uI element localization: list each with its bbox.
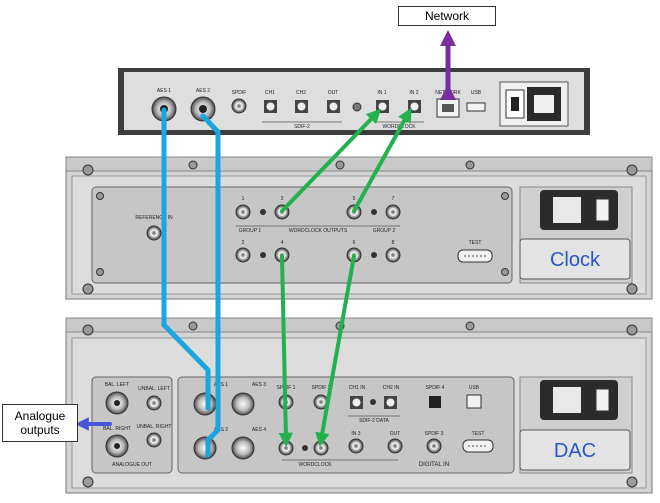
streamer-out-label: OUT: [328, 90, 339, 96]
clock-num-4: 4: [281, 240, 284, 246]
wordclock-cable-to-dac-in: [278, 254, 294, 448]
dac-aes3-socket[interactable]: [231, 392, 255, 416]
dac-digital-in-label: DIGITAL IN: [419, 462, 449, 468]
wordclock-cable-to-in2: [352, 107, 412, 213]
dac-out-socket[interactable]: [387, 438, 403, 454]
dac-aes1-socket[interactable]: [193, 392, 217, 416]
dac-unbal-right-label: UNBAL. RIGHT: [136, 424, 171, 430]
clock-num-3: 3: [281, 196, 284, 202]
dac-wordclock-out-socket[interactable]: [313, 440, 329, 456]
streamer-aes1-label: AES 1: [157, 88, 171, 94]
streamer-screw: [352, 102, 362, 112]
streamer-ch1-label: CH1: [265, 90, 275, 96]
clock-output-1[interactable]: [235, 204, 251, 220]
dac-usb-port[interactable]: [466, 394, 482, 409]
wordclock-cable-to-dac-out: [315, 254, 356, 448]
dac-aes3-label: AES 3: [252, 382, 266, 388]
clock-num-8: 8: [392, 240, 395, 246]
clock-num-1: 1: [242, 196, 245, 202]
dac-aes4-socket[interactable]: [231, 436, 255, 460]
dac-spdif3-label: SPDIF 3: [425, 431, 444, 437]
dac-power-switch[interactable]: [595, 388, 610, 412]
analogue-outputs-callout: Analogue outputs: [2, 404, 78, 442]
dac-digital-panel: [177, 376, 515, 474]
network-callout: Network: [398, 6, 496, 26]
dac-aes2-socket[interactable]: [193, 436, 217, 460]
dac-aes1-label: AES 1: [214, 382, 228, 388]
wordclock-cable-to-in1: [280, 108, 382, 213]
clock-test-label: TEST: [469, 240, 482, 246]
streamer-usb-label: USB: [471, 90, 482, 96]
dac-aes2-label: AES 2: [214, 427, 228, 433]
dac-unit: [65, 317, 653, 494]
dac-wordclock-label: WORDCLOCK: [298, 462, 332, 468]
dac-unbal-right-socket[interactable]: [146, 432, 162, 448]
dac-device-name: DAC: [554, 440, 596, 462]
dac-sdif2-data-label: SDIF-2 DATA: [359, 418, 389, 424]
dac-in3-label: IN 3: [351, 431, 360, 437]
dac-test-label: TEST: [472, 431, 485, 437]
streamer-unit: [118, 68, 590, 135]
clock-reference-in-socket[interactable]: [146, 225, 162, 241]
clock-label-box: [519, 238, 631, 280]
clock-unit: [65, 156, 653, 300]
streamer-spdif-label: SPDIF: [232, 90, 247, 96]
clock-power-switch[interactable]: [595, 198, 610, 222]
clock-num-2: 2: [242, 240, 245, 246]
dac-ch1-in-label: CH1 IN: [349, 385, 366, 391]
dac-usb-label: USB: [469, 385, 480, 391]
clock-group1-label: GROUP 1: [239, 228, 262, 234]
clock-test-port[interactable]: [457, 249, 493, 263]
streamer-ch2-label: CH2: [296, 90, 306, 96]
dac-unbal-left-socket[interactable]: [146, 395, 162, 411]
streamer-in2-label: IN 2: [409, 90, 418, 96]
dac-spdif3-socket[interactable]: [426, 438, 442, 454]
network-callout-text: Network: [424, 9, 469, 23]
dac-wordclock-out-label: OUT: [390, 431, 401, 437]
dac-spdif4-label: SPDIF 4: [426, 385, 445, 391]
dac-bal-right-label: BAL. RIGHT: [103, 426, 131, 432]
clock-wordclock-outputs-label: WORDCLOCK OUTPUTS: [289, 228, 348, 234]
dac-analogue-out-label: ANALOGUE OUT: [112, 462, 152, 468]
analogue-outputs-callout-text: Analogue outputs: [14, 409, 66, 437]
streamer-aes2-label: AES 2: [196, 88, 210, 94]
streamer-in1-label: IN 1: [377, 90, 386, 96]
dac-spdif4-optical[interactable]: [429, 396, 441, 408]
streamer-spdif-socket[interactable]: [231, 98, 247, 114]
clock-group2-label: GROUP 2: [373, 228, 396, 234]
dac-wordclock-in-socket[interactable]: [278, 440, 294, 456]
dac-label-box: [519, 429, 631, 471]
clock-output-2[interactable]: [235, 247, 251, 263]
clock-output-8[interactable]: [385, 247, 401, 263]
dac-in3-socket[interactable]: [348, 438, 364, 454]
dac-bal-left-label: BAL. LEFT: [105, 382, 129, 388]
dac-unbal-left-label: UNBAL. LEFT: [138, 386, 170, 392]
dac-spdif2-label: SPDIF 2: [312, 385, 331, 391]
cables: [75, 29, 457, 458]
clock-output-7[interactable]: [385, 204, 401, 220]
streamer-usb-port[interactable]: [466, 102, 486, 112]
aes2-cable: [200, 113, 221, 458]
clock-num-6: 6: [353, 240, 356, 246]
clock-reference-in-label: REFERENCE IN: [135, 215, 173, 221]
dac-ch2-in-label: CH2 IN: [383, 385, 400, 391]
aes1-cable: [161, 107, 211, 411]
clock-connector-panel: [91, 186, 513, 284]
clock-device-name: Clock: [550, 249, 601, 271]
dac-aes4-label: AES 4: [252, 427, 266, 433]
clock-num-7: 7: [392, 196, 395, 202]
streamer-sdif2-label: SDIF-2: [294, 124, 310, 130]
clock-num-5: 5: [353, 196, 356, 202]
